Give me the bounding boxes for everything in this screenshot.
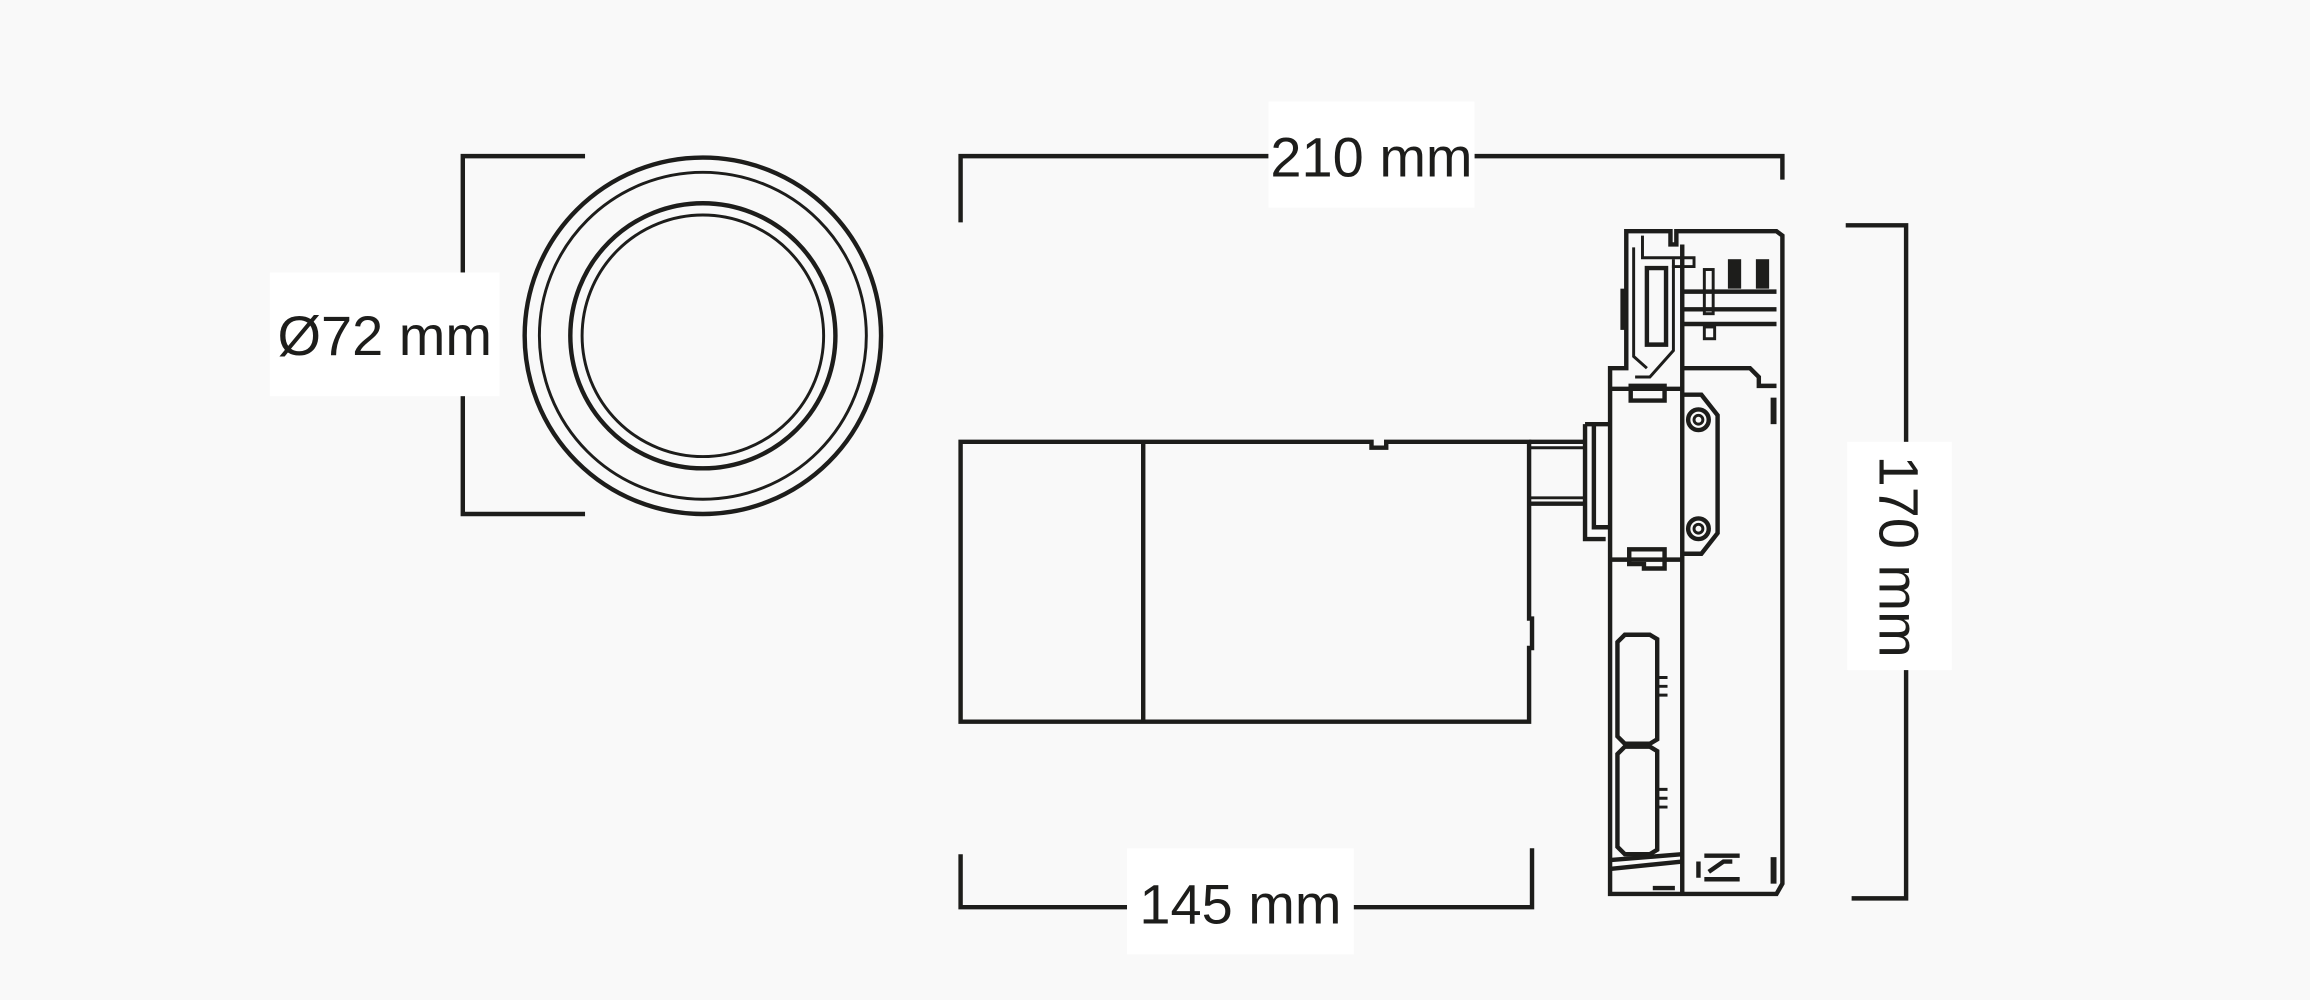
lens-ring bbox=[568, 201, 838, 471]
outer-ring bbox=[522, 155, 884, 517]
body-length-label: 145 mm bbox=[1139, 872, 1341, 935]
diameter-label: Ø72 mm bbox=[277, 304, 492, 367]
body-length-dimension: 145 mm bbox=[958, 848, 1535, 955]
length-dimension: 210 mm bbox=[958, 101, 1785, 223]
length-label: 210 mm bbox=[1270, 126, 1472, 189]
track-adapter bbox=[1607, 229, 1785, 897]
height-dimension: 170 mm bbox=[1845, 223, 1952, 901]
diameter-label-box bbox=[269, 272, 500, 397]
spotlight-body bbox=[958, 421, 1611, 724]
lens bbox=[580, 213, 826, 459]
ring-2 bbox=[537, 170, 868, 501]
front-view: Ø72 mm bbox=[269, 153, 884, 517]
height-label: 170 mm bbox=[1868, 456, 1931, 658]
